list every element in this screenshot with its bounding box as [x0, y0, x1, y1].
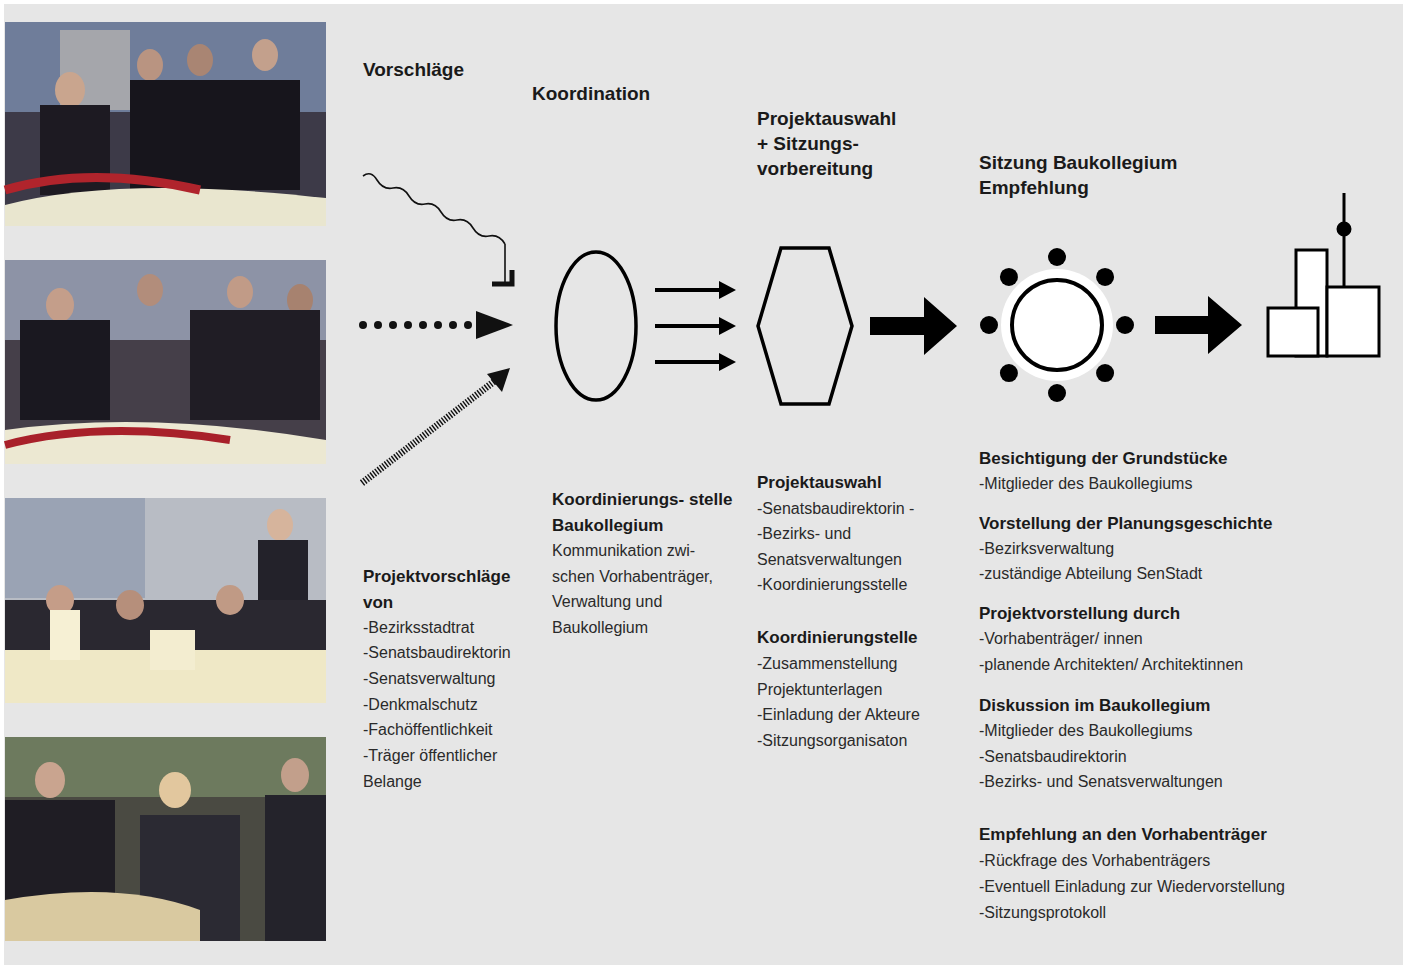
table-outline — [1012, 280, 1102, 370]
list-item: -Sitzungsprotokoll — [979, 900, 1399, 926]
photo — [5, 260, 326, 464]
list-item: -Mitglieder des Baukollegiums — [979, 471, 1399, 497]
node-shape — [979, 247, 1135, 403]
list-item: -zuständige Abteilung SenStadt — [979, 561, 1399, 587]
connector-arrow — [870, 297, 957, 355]
connector-arrow — [655, 281, 736, 299]
table-halo — [1001, 269, 1113, 381]
list-item: -Einladung der Akteure — [757, 702, 957, 728]
list-item: Kommunikation zwi- schen Vorhabenträger,… — [552, 538, 732, 640]
selection-hexagon: Projektauswahl + Sitzungs- vorbereitung — [756, 246, 854, 406]
seat-dot — [1048, 384, 1066, 402]
node-shape — [554, 250, 638, 402]
photo — [5, 498, 326, 703]
section-heading: Koordinierungstelle — [757, 625, 957, 651]
section-heading: Vorstellung der Planungsgeschichte — [979, 511, 1399, 537]
stage-heading: Sitzung Baukollegium Empfehlung — [979, 150, 1219, 200]
seat-dot — [1116, 316, 1134, 334]
incoming-arrows — [359, 174, 513, 483]
section-heading: Diskussion im Baukollegium — [979, 693, 1399, 719]
list-item: -Senatsbaudirektorin — [363, 640, 528, 666]
list-item: -Senatsverwaltung — [363, 666, 528, 692]
section-heading: Projektvorstellung durch — [979, 601, 1399, 627]
list-item: -Rückfrage des Vorhabenträgers — [979, 848, 1399, 874]
list-item: -Bezirks- und Senatsverwaltungen — [979, 769, 1399, 795]
list-item: -Senatsbaudirektorin - — [757, 496, 957, 522]
node-shape — [756, 246, 854, 406]
seat-dot — [980, 316, 998, 334]
seat-dot — [1048, 248, 1066, 266]
list-item: -Bezirks- und Senatsverwaltungen — [757, 521, 947, 572]
result-arrow — [1155, 296, 1242, 354]
stage-heading: Projektauswahl + Sitzungs- vorbereitung — [757, 106, 896, 181]
list-item: -Eventuell Einladung zur Wiedervorstellu… — [979, 874, 1399, 900]
list-item: -Träger öffentlicher Belange — [363, 743, 528, 794]
section-heading: Projektvorschläge von — [363, 564, 528, 615]
connector-arrow — [655, 353, 736, 371]
session-round-table: Sitzung Baukollegium Empfehlung — [979, 247, 1135, 403]
photo — [5, 22, 326, 226]
list-item: -Mitglieder des Baukollegiums — [979, 718, 1399, 744]
city-icon — [1268, 193, 1379, 356]
list-item: -Fachöffentlichkeit — [363, 717, 528, 743]
list-item: -Bezirksstadtrat — [363, 615, 528, 641]
list-item: -Bezirksverwaltung — [979, 536, 1399, 562]
list-item: -Sitzungsorganisaton — [757, 728, 957, 754]
list-item: -Zusammenstellung Projektunterlagen — [757, 651, 947, 702]
section-heading: Koordinierungs- stelle Baukollegium — [552, 487, 744, 538]
list-item: -Vorhabenträger/ innen — [979, 626, 1399, 652]
connector-arrow — [655, 317, 736, 335]
list-item: -Koordinierungsstelle — [757, 572, 957, 598]
seat-dot — [1096, 364, 1114, 382]
hexagon-outline — [758, 248, 852, 404]
section-heading: Besichtigung der Grundstücke — [979, 446, 1399, 472]
stage-heading: Vorschläge — [363, 57, 563, 82]
ellipse-outline — [556, 252, 636, 400]
seat-dot — [1000, 268, 1018, 286]
list-item: -Denkmalschutz — [363, 692, 528, 718]
list-item: -planende Architekten/ Architektinnen — [979, 652, 1399, 678]
seat-dot — [1096, 268, 1114, 286]
list-item: -Senatsbaudirektorin — [979, 744, 1399, 770]
photo — [5, 737, 326, 941]
seat-dot — [1000, 364, 1018, 382]
coordination-ellipse: Koordination — [554, 250, 638, 402]
section-heading: Projektauswahl — [757, 470, 957, 496]
stage-heading: Koordination — [532, 81, 732, 106]
section-heading: Empfehlung an den Vorhabenträger — [979, 822, 1399, 848]
